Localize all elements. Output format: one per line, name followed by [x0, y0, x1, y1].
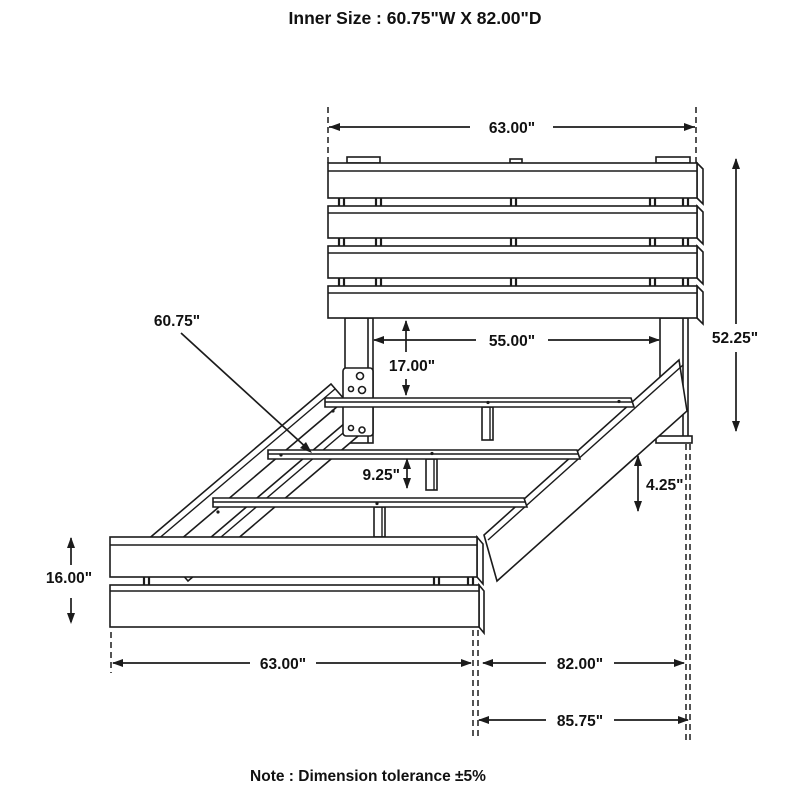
- arrowhead: [478, 716, 489, 724]
- label-platform-height: 9.25": [362, 467, 400, 484]
- slats: [212, 397, 636, 538]
- plank-face: [327, 162, 698, 199]
- slat-bolt: [486, 400, 490, 405]
- label-slat-length: 60.75": [154, 313, 200, 330]
- arrowhead: [300, 442, 312, 453]
- slat-1: [324, 397, 636, 441]
- arrowhead: [402, 385, 410, 396]
- slat-support-leg: [481, 406, 494, 441]
- left-outer-rail-top-edge: [149, 388, 336, 547]
- headboard-leg-right-foot: [655, 435, 693, 444]
- headboard-tab-right: [655, 156, 691, 164]
- arrowhead: [482, 659, 493, 667]
- plank-face: [327, 205, 698, 239]
- slat-support-leg: [425, 458, 438, 491]
- arrowhead: [674, 659, 685, 667]
- arrowhead: [684, 123, 695, 131]
- footboard-gap-cleats: [142, 577, 475, 585]
- arrowhead: [329, 123, 340, 131]
- label-headboard-height: 52.25": [712, 330, 758, 347]
- footboard-bottom-plank: [109, 584, 480, 628]
- arrowhead: [67, 537, 75, 548]
- arrowhead: [112, 659, 123, 667]
- tolerance-note: Note : Dimension tolerance ±5%: [250, 768, 486, 785]
- slat-3: [212, 497, 529, 538]
- arrowhead: [403, 478, 411, 489]
- headboard-plank-4: [327, 284, 704, 326]
- bracket-bolt: [358, 426, 366, 434]
- slat-bolt: [279, 453, 283, 457]
- plank-side-face: [696, 244, 704, 286]
- footboard-top-plank: [109, 536, 478, 578]
- extension-lines: [110, 107, 697, 740]
- label-footboard-width: 63.00": [260, 656, 306, 673]
- label-headboard-width: 63.00": [489, 120, 535, 137]
- bracket-bolt: [347, 424, 355, 432]
- rail-bolt: [331, 409, 335, 413]
- slat-support-leg: [373, 506, 386, 538]
- slat-bolt: [216, 510, 220, 514]
- leader-slat-length: [180, 332, 310, 451]
- plank-side-face: [696, 284, 704, 326]
- arrowhead: [649, 336, 660, 344]
- label-underbed-clearance: 17.00": [389, 358, 435, 375]
- arrowhead: [634, 501, 642, 512]
- footboard-top-plank-side: [476, 534, 484, 587]
- arrowhead: [732, 421, 740, 432]
- inner-size-title: Inner Size : 60.75"W X 82.00"D: [289, 8, 542, 28]
- footboard: [109, 534, 485, 636]
- dimension-lines: [67, 123, 740, 724]
- headboard-plank-2: [327, 204, 704, 246]
- headboard-plank-1: [327, 161, 704, 206]
- headboard-tab-left: [346, 156, 381, 164]
- label-inner-depth: 82.00": [557, 656, 603, 673]
- arrowhead: [732, 158, 740, 169]
- slat-bolt: [375, 501, 379, 506]
- arrowhead: [67, 613, 75, 624]
- arrowhead: [461, 659, 472, 667]
- plank-side-face: [696, 161, 704, 206]
- bracket-bolt: [355, 371, 365, 381]
- arrowhead: [678, 716, 689, 724]
- plank-gap1-cleats: [337, 198, 690, 206]
- plank-face: [327, 285, 698, 319]
- right-rail: [483, 358, 688, 583]
- bracket-bolt: [357, 385, 367, 395]
- slat-bolt: [430, 451, 434, 456]
- label-rail-clearance: 4.25": [646, 477, 684, 494]
- arrowhead: [402, 320, 410, 331]
- slat-2: [267, 449, 582, 491]
- label-overall-depth: 85.75": [557, 713, 603, 730]
- bracket-bolt: [347, 385, 355, 393]
- headboard-plank-3: [327, 244, 704, 286]
- plank-gap2-cleats: [337, 238, 690, 246]
- label-footboard-height: 16.00": [46, 570, 92, 587]
- arrowhead: [634, 455, 642, 466]
- right-rail-top-edge: [487, 364, 684, 541]
- arrowhead: [403, 458, 411, 469]
- plank-side-face: [696, 204, 704, 246]
- plank-face: [327, 245, 698, 279]
- label-leg-inner-width: 55.00": [489, 333, 535, 350]
- arrowhead: [373, 336, 384, 344]
- dimension-labels: 63.00" 52.25" 55.00" 17.00" 60.75" 9.25"…: [46, 120, 758, 730]
- slat-bolt: [617, 399, 621, 404]
- plank-gap3-cleats: [337, 278, 690, 286]
